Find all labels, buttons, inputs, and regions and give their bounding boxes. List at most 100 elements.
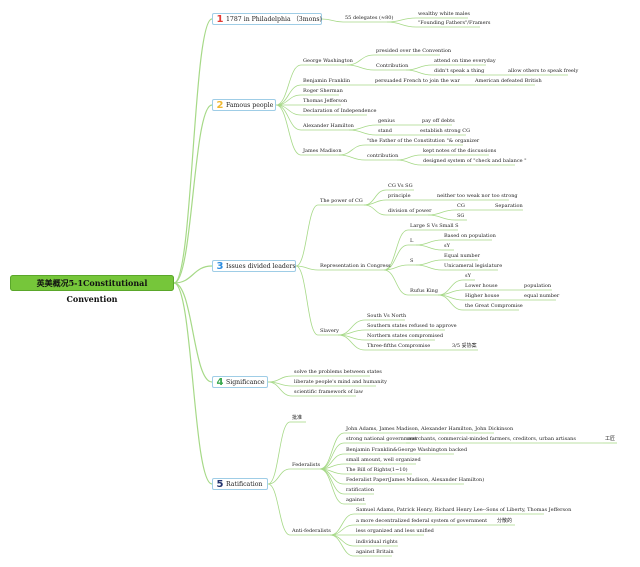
connector-curve: [338, 154, 366, 161]
node-strong-national-government[interactable]: strong national government: [346, 436, 417, 442]
node-small-amount-well-organized[interactable]: small amount, well organized: [346, 457, 421, 463]
node-contribution[interactable]: Contribution: [376, 63, 409, 69]
connector-curve: [363, 204, 387, 216]
node-federalist-paper-james-madison-alexander[interactable]: Federalist Paper(James Madison, Alexande…: [346, 477, 485, 483]
node-unicameral-legislature[interactable]: Unicameral legislature: [444, 263, 503, 269]
node-founding-fathers-framers[interactable]: "Founding Fathers"/Framers: [418, 20, 491, 26]
node-slavery[interactable]: Slavery: [320, 328, 340, 334]
node-individual-rights[interactable]: individual rights: [356, 539, 398, 545]
node-neither-too-weak-nor-too-strong[interactable]: neither too weak nor too strong: [437, 193, 518, 199]
node-representation-in-congress[interactable]: Representation in Congress: [320, 263, 391, 269]
node-george-washington[interactable]: George Washington: [303, 58, 353, 64]
connector-curve: [319, 468, 345, 495]
node-equal-number[interactable]: Equal number: [444, 253, 480, 259]
node-against-britain[interactable]: against Britain: [356, 549, 394, 555]
node-contribution[interactable]: contribution: [367, 153, 399, 159]
node-against[interactable]: against: [346, 497, 365, 503]
node-declaration-of-independence[interactable]: Declaration of Independence: [303, 108, 377, 114]
node-federalists[interactable]: Federalists: [292, 462, 321, 468]
node-the-power-of-cg[interactable]: The power of CG: [320, 198, 363, 204]
node-alexander-hamilton[interactable]: Alexander Hamilton: [303, 123, 354, 129]
node-a-more-decentralized-federal-system-of-g[interactable]: a more decentralized federal system of g…: [356, 518, 488, 524]
node-benjamin-franklin[interactable]: Benjamin Franklin: [303, 78, 351, 84]
connector-curve: [415, 259, 443, 266]
node-sy[interactable]: sY: [444, 243, 450, 249]
node-sg[interactable]: SG: [457, 213, 465, 219]
node-south-vs-north[interactable]: South Vs North: [367, 313, 407, 319]
node-samuel-adams-patrick-henry-richard-henry[interactable]: Samuel Adams, Patrick Henry, Richard Hen…: [356, 507, 572, 513]
node-wealthy-white-males[interactable]: wealthy white males: [418, 11, 470, 17]
node-node[interactable]: 工匠: [605, 436, 616, 442]
node-population[interactable]: population: [524, 283, 552, 289]
node-attend-on-time-everyday[interactable]: attend on time everyday: [434, 58, 496, 64]
node-kept-notes-of-the-discussions[interactable]: kept notes of the discussions: [423, 148, 497, 154]
node-anti-federalists[interactable]: Anti-federalists: [292, 528, 331, 534]
node-establish-strong-cg[interactable]: establish strong CG: [420, 128, 471, 134]
node-s[interactable]: S: [410, 258, 414, 264]
node-rufus-king[interactable]: Rufus King: [410, 288, 438, 294]
node-persuaded-french-to-join-the-war[interactable]: persuaded French to join the war: [375, 78, 460, 84]
branch-label: 1787 in Philadelphia （3mons): [226, 16, 322, 23]
node-the-father-of-the-constitution-organizer[interactable]: "the Father of the Constitution "& organ…: [367, 138, 480, 144]
node-division-of-power[interactable]: division of power: [388, 208, 432, 214]
node-l[interactable]: L: [410, 238, 414, 244]
connector-curve: [329, 513, 355, 536]
node-the-great-compromise[interactable]: the Great Compromise: [465, 303, 523, 309]
connector-curve: [173, 18, 213, 284]
node-didn-t-speak-a-thing[interactable]: didn't speak a thing: [434, 68, 485, 74]
connector-curve: [383, 244, 409, 271]
connector-curve: [267, 381, 293, 397]
node-large-s-vs-small-s[interactable]: Large S Vs Small S: [410, 223, 459, 229]
node-cg[interactable]: CG: [457, 203, 465, 209]
node-designed-system-of-check-and-balance[interactable]: designed system of "check and balance ": [423, 158, 527, 164]
node-merchants-commercial-minded-farmers-cred[interactable]: merchants, commercial-minded farmers, cr…: [408, 436, 576, 442]
node-sy[interactable]: sY: [465, 273, 471, 279]
node-node[interactable]: 分散的: [497, 518, 513, 524]
node-ratification[interactable]: ratification: [346, 487, 374, 493]
node-benjamin-franklin-george-washington-back[interactable]: Benjamin Franklin&George Washington back…: [346, 447, 468, 453]
connector-curve: [173, 265, 213, 284]
node-southern-states-refused-to-approve[interactable]: Southern states refused to approve: [367, 323, 457, 329]
node-liberate-people-s-mind-and-humanity[interactable]: liberate people's mind and humanity: [294, 379, 387, 385]
node-the-bill-of-rights-1-10[interactable]: The Bill of Rights(1~10): [346, 467, 408, 473]
connector-curve: [173, 282, 213, 383]
node-stand[interactable]: stand: [378, 128, 392, 134]
node-3-5[interactable]: 3/5 妥协案: [452, 343, 477, 349]
connector-curve: [383, 264, 409, 271]
connector-curve: [321, 18, 344, 23]
root-node[interactable]: 英美概况5-1Constitutional Convention: [10, 275, 174, 304]
node-node[interactable]: 批准: [292, 415, 303, 421]
node-less-organized-and-less-unified[interactable]: less organized and less unified: [356, 528, 434, 534]
node-american-defeated-british[interactable]: American defeated British: [475, 78, 542, 84]
node-based-on-population[interactable]: Based on population: [444, 233, 496, 239]
node-pay-off-debts[interactable]: pay off debts: [422, 118, 455, 124]
node-three-fifths-compromise[interactable]: Three-fifths Compromise: [367, 343, 431, 349]
node-principle[interactable]: principle: [388, 193, 411, 199]
node-higher-house[interactable]: Higher house: [465, 293, 500, 299]
node-john-adams-james-madison-alexander-hamil[interactable]: John Adams, James Madison, Alexander Ham…: [346, 426, 514, 432]
node-genius[interactable]: genius: [378, 118, 395, 124]
node-separation[interactable]: Separation: [495, 203, 523, 209]
connector-curve: [415, 264, 443, 271]
node-northern-states-compromised[interactable]: Northern states compromised: [367, 333, 444, 339]
connector-curve: [267, 375, 293, 383]
node-equal-number[interactable]: equal number: [524, 293, 560, 299]
node-james-madison[interactable]: James Madison: [303, 148, 342, 154]
node-roger-sherman[interactable]: Roger Sherman: [303, 88, 343, 94]
node-55-delegates-80[interactable]: 55 delegates (≈80): [345, 15, 394, 21]
node-cg-vs-sg[interactable]: CG Vs SG: [388, 183, 413, 189]
node-presided-over-the-convention[interactable]: presided over the Convention: [376, 48, 452, 54]
node-thomas-jefferson[interactable]: Thomas Jefferson: [303, 98, 348, 104]
node-allow-others-to-speak-freely[interactable]: allow others to speak freely: [508, 68, 579, 74]
branch-number-2: 2: [216, 100, 224, 111]
node-lower-house[interactable]: Lower house: [465, 283, 498, 289]
node-solve-the-problems-between-states[interactable]: solve the problems between states: [294, 369, 382, 375]
node-scientific-framework-of-law[interactable]: scientific framework of law: [294, 389, 364, 395]
